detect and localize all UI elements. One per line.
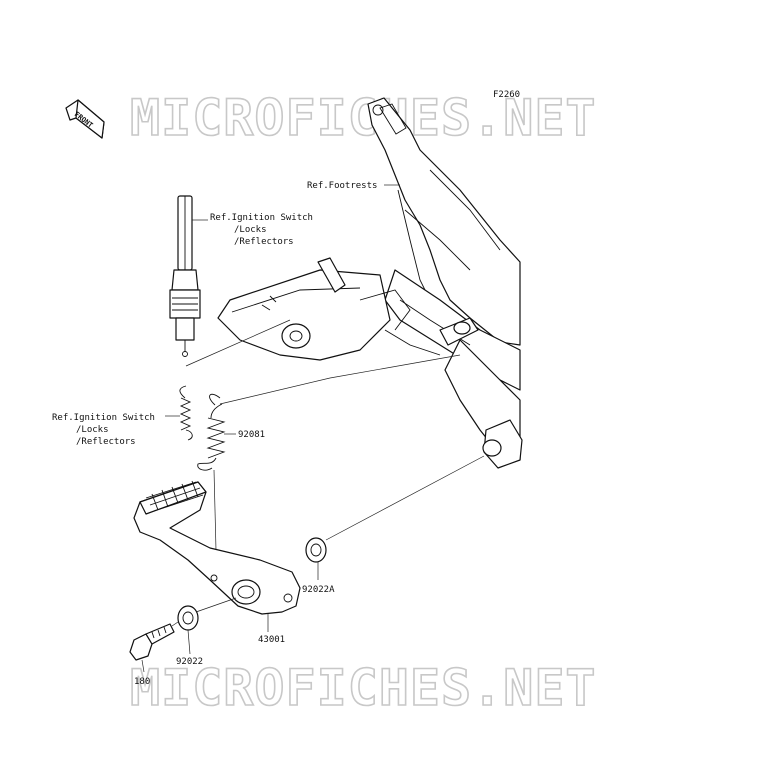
callout-ref-footrests: Ref.Footrests bbox=[307, 181, 377, 191]
callout-ref-ignition-left-line1: Ref.Ignition Switch bbox=[52, 413, 155, 423]
watermark-top: MICROFICHES.NET bbox=[130, 89, 597, 147]
callout-ref-ignition-left-line3: /Reflectors bbox=[76, 437, 136, 447]
pedal-tread bbox=[145, 480, 204, 512]
figure-code: F2260 bbox=[493, 90, 520, 100]
callout-ref-ignition-top-line3: /Reflectors bbox=[234, 237, 294, 247]
callout-ref-ignition-left-line2: /Locks bbox=[76, 425, 109, 435]
watermark-bottom: MICROFICHES.NET bbox=[130, 659, 597, 717]
front-arrow-icon: FRONT bbox=[65, 99, 105, 139]
washer-right bbox=[305, 537, 327, 563]
part-number-pedal: 43001 bbox=[258, 635, 285, 645]
washer-left bbox=[177, 605, 199, 631]
callout-ref-ignition-top-line2: /Locks bbox=[234, 225, 267, 235]
callout-ref-ignition-top: Ref.Ignition Switch /Locks /Reflectors bbox=[192, 213, 313, 247]
brake-pedal bbox=[133, 480, 301, 615]
frame-bracket bbox=[217, 97, 523, 469]
switch-spring bbox=[179, 385, 193, 441]
brake-switch bbox=[169, 195, 201, 357]
callout-ref-ignition-top-line1: Ref.Ignition Switch bbox=[210, 213, 313, 223]
part-number-washer-right: 92022A bbox=[302, 585, 335, 595]
return-spring bbox=[197, 393, 226, 471]
callout-ref-ignition-left: Ref.Ignition Switch /Locks /Reflectors bbox=[52, 413, 180, 447]
part-number-washer-left: 92022 bbox=[176, 657, 203, 667]
part-number-bolt: 180 bbox=[134, 677, 150, 687]
bolt bbox=[129, 623, 175, 661]
part-number-spring: 92081 bbox=[238, 430, 265, 440]
